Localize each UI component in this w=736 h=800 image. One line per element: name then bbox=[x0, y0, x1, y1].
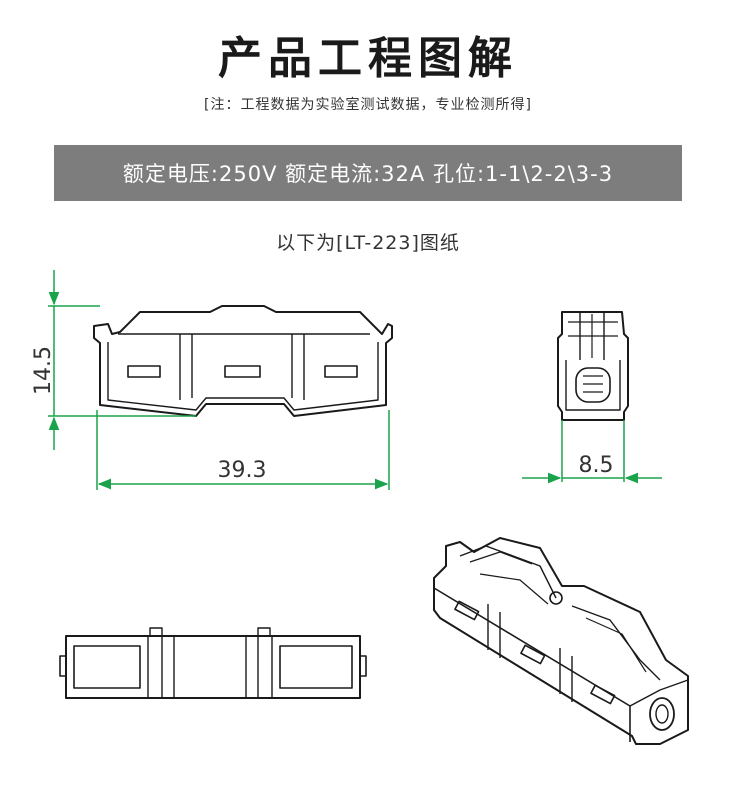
page-title: 产品工程图解 bbox=[218, 33, 518, 84]
width-value: 8.5 bbox=[579, 453, 614, 478]
front-view bbox=[93, 305, 393, 417]
side-view bbox=[557, 311, 629, 421]
lab-data-note: [注：工程数据为实验室测试数据，专业检测所得] bbox=[204, 97, 532, 113]
isometric-view bbox=[433, 537, 689, 745]
spec-banner-text: 额定电压:250V 额定电流:32A 孔位:1-1\2-2\3-3 bbox=[122, 162, 614, 186]
width-dimension bbox=[522, 420, 662, 484]
spec-banner: 额定电压:250V 额定电流:32A 孔位:1-1\2-2\3-3 bbox=[54, 145, 682, 201]
length-dimension bbox=[96, 410, 390, 490]
length-value: 39.3 bbox=[218, 458, 267, 483]
drawing-subtitle: 以下为[LT-223]图纸 bbox=[276, 232, 460, 254]
top-view bbox=[59, 627, 367, 699]
height-dimension bbox=[48, 270, 196, 450]
height-value: 14.5 bbox=[31, 346, 56, 395]
